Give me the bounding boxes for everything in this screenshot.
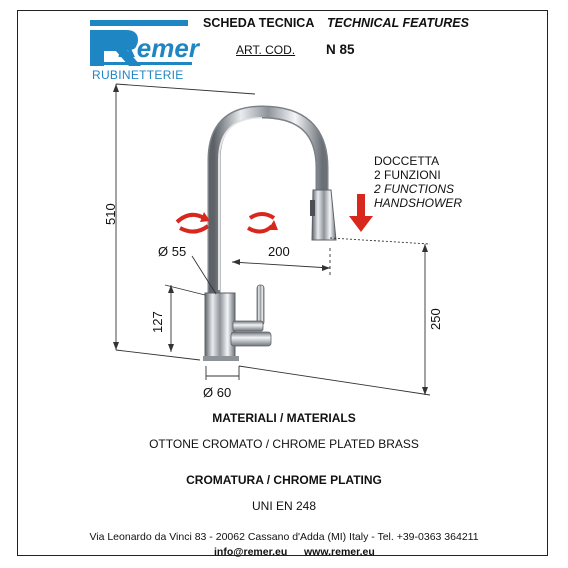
art-code-value: N 85 <box>326 42 355 57</box>
note-line-1: DOCCETTA <box>374 154 440 168</box>
note-line-4: HANDSHOWER <box>374 196 463 210</box>
dim-spout-height: 250 <box>428 308 443 330</box>
remer-logo-icon <box>90 20 192 66</box>
dimension-lines <box>115 83 431 396</box>
dim-total-height: 510 <box>103 203 118 225</box>
down-arrow-icon <box>349 194 373 232</box>
footer-address: Via Leonardo da Vinci 83 - 20062 Cassano… <box>89 531 479 543</box>
dim-base-diameter-bottom: Ø 60 <box>203 385 232 400</box>
handshower-note: DOCCETTA 2 FUNZIONI 2 FUNCTIONS HANDSHOW… <box>374 154 462 210</box>
footer-email[interactable]: info@remer.eu <box>214 546 288 558</box>
dim-base-height: 127 <box>150 311 165 333</box>
art-code-label: ART. COD. <box>236 43 296 57</box>
plating-value: UNI EN 248 <box>251 499 317 513</box>
note-line-3: 2 FUNCTIONS <box>374 182 455 196</box>
materials-value: OTTONE CROMATO / CHROME PLATED BRASS <box>149 437 419 451</box>
title-english: TECHNICAL FEATURES <box>327 16 469 30</box>
logo-brand: Remer <box>118 33 199 63</box>
footer-website[interactable]: www.remer.eu <box>304 546 375 558</box>
title-italian: SCHEDA TECNICA <box>203 16 315 30</box>
dimension-arrowheads <box>113 84 428 395</box>
dim-base-diameter-top: Ø 55 <box>158 244 187 259</box>
note-line-2: 2 FUNZIONI <box>374 168 441 182</box>
rotation-arrows-icon <box>175 212 278 234</box>
faucet-illustration <box>203 105 337 361</box>
technical-sheet <box>17 10 548 556</box>
plating-heading: CROMATURA / CHROME PLATING <box>186 473 382 487</box>
materials-heading: MATERIALI / MATERIALS <box>212 411 356 425</box>
logo-subtitle: RUBINETTERIE <box>92 68 184 82</box>
dim-reach: 200 <box>268 244 290 259</box>
